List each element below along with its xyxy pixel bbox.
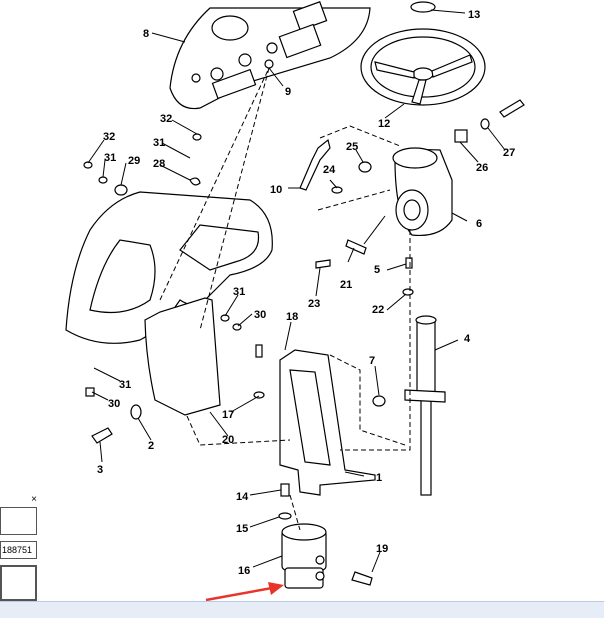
side-panel: × 188751 bbox=[0, 494, 39, 601]
panel-box-top bbox=[0, 507, 37, 535]
callout-29: 29 bbox=[128, 155, 140, 167]
callout-5: 5 bbox=[374, 264, 380, 276]
callout-24: 24 bbox=[323, 164, 336, 176]
console-housing bbox=[65, 191, 273, 416]
callout-9: 9 bbox=[285, 86, 291, 98]
callout-15: 15 bbox=[236, 523, 248, 535]
callout-labels: 1 2 3 4 5 6 7 8 9 10 11 12 13 14 15 16 1… bbox=[97, 9, 515, 577]
callout-8: 8 bbox=[143, 28, 149, 40]
callout-31a: 31 bbox=[104, 152, 116, 164]
support-bracket bbox=[279, 349, 376, 496]
red-arrow bbox=[205, 582, 284, 602]
callout-32b: 32 bbox=[160, 113, 172, 125]
callout-26: 26 bbox=[476, 162, 488, 174]
callout-17: 17 bbox=[222, 409, 234, 421]
callout-23: 23 bbox=[308, 298, 320, 310]
callout-13: 13 bbox=[468, 9, 480, 21]
callout-7: 7 bbox=[369, 355, 375, 367]
callout-21: 21 bbox=[340, 279, 352, 291]
callout-30b: 30 bbox=[108, 398, 120, 410]
callout-3: 3 bbox=[97, 464, 103, 476]
callout-12: 12 bbox=[378, 118, 390, 130]
steering-wheel bbox=[360, 1, 486, 106]
callout-31d: 31 bbox=[119, 379, 131, 391]
callout-2: 2 bbox=[148, 440, 154, 452]
callout-27: 27 bbox=[503, 147, 515, 159]
callout-31b: 31 bbox=[153, 137, 165, 149]
callout-30a: 30 bbox=[254, 309, 266, 321]
panel-box-bottom[interactable] bbox=[0, 565, 37, 601]
steering-shaft bbox=[404, 315, 446, 496]
leader-lines bbox=[87, 9, 506, 573]
column-housing bbox=[392, 147, 453, 237]
callout-20: 20 bbox=[222, 434, 234, 446]
panel-field-box[interactable]: 188751 bbox=[0, 541, 37, 559]
callout-10: 10 bbox=[270, 184, 282, 196]
callout-28: 28 bbox=[153, 158, 165, 170]
steering-valve bbox=[281, 523, 373, 589]
callout-22: 22 bbox=[372, 304, 384, 316]
callout-4: 4 bbox=[464, 333, 471, 345]
callout-6: 6 bbox=[476, 218, 482, 230]
callout-16: 16 bbox=[238, 565, 250, 577]
callout-25: 25 bbox=[346, 141, 358, 153]
callout-18: 18 bbox=[286, 311, 298, 323]
dashboard-panel bbox=[169, 1, 371, 110]
bottom-toolbar bbox=[0, 601, 604, 618]
panel-field-value: 188751 bbox=[2, 545, 33, 555]
assembly-lines bbox=[159, 67, 411, 531]
close-icon[interactable]: × bbox=[31, 494, 37, 505]
callout-1: 1 bbox=[376, 472, 382, 484]
callout-14: 14 bbox=[236, 491, 249, 503]
callout-32a: 32 bbox=[103, 131, 115, 143]
callout-19: 19 bbox=[376, 543, 388, 555]
callout-31c: 31 bbox=[233, 286, 245, 298]
